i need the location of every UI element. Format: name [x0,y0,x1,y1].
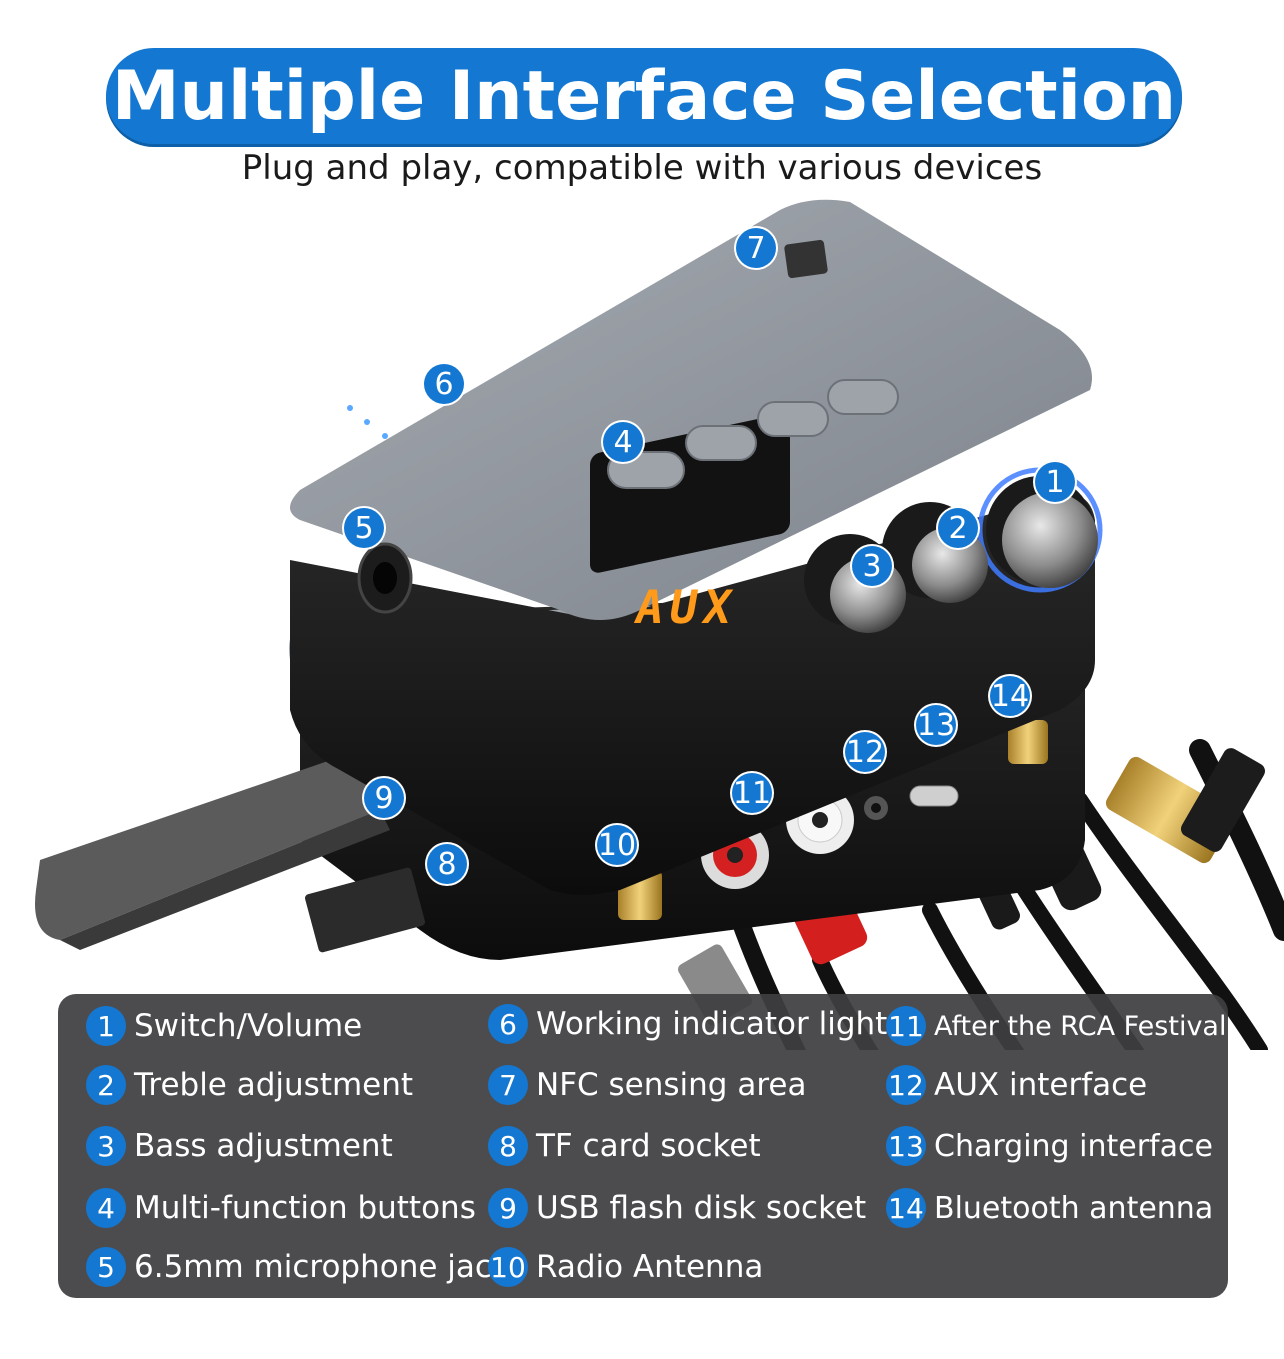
legend-number: 4 [86,1188,126,1228]
callout-badge: 8 [427,844,467,884]
legend-label: TF card socket [536,1128,761,1164]
legend-item: 7 NFC sensing area [488,1065,806,1105]
callout-badge: 14 [990,676,1030,716]
callout-badge: 5 [344,508,384,548]
legend-item: 5 6.5mm microphone jack [86,1247,510,1287]
legend-number: 8 [488,1126,528,1166]
callout-badge: 9 [364,778,404,818]
legend-label: Charging interface [934,1128,1213,1164]
legend-panel: 1 Switch/Volume 2 Treble adjustment 3 Ba… [58,994,1228,1298]
upper-device [290,199,1103,895]
legend-label: Bass adjustment [134,1128,393,1164]
callout-badge: 6 [424,364,464,404]
legend-item: 9 USB flash disk socket [488,1188,866,1228]
legend-number: 1 [86,1006,126,1046]
title-banner: Multiple Interface Selection [106,48,1182,144]
legend-number: 12 [886,1065,926,1105]
page-title: Multiple Interface Selection [111,56,1177,136]
legend-label: Treble adjustment [134,1067,414,1103]
legend-label: AUX interface [934,1067,1148,1103]
legend-number: 3 [86,1126,126,1166]
device-drawing [35,199,1284,1050]
legend-number: 10 [488,1247,528,1287]
legend-item: 13 Charging interface [886,1126,1213,1166]
legend-label: Working indicator light [536,1006,888,1042]
callout-badge: 13 [916,705,956,745]
legend-number: 11 [886,1006,926,1046]
legend-label: Radio Antenna [536,1249,764,1285]
legend-number: 9 [488,1188,528,1228]
legend-item: 14 Bluetooth antenna [886,1188,1213,1228]
legend-item: 1 Switch/Volume [86,1006,362,1046]
legend-label: Switch/Volume [134,1008,363,1044]
lcd-display-text: AUX [631,580,742,634]
legend-label: 6.5mm microphone jack [134,1249,510,1285]
callout-badge: 2 [938,508,978,548]
callout-badge: 3 [852,546,892,586]
legend-label: After the RCA Festival [934,1010,1227,1042]
legend-item: 10 Radio Antenna [488,1247,763,1287]
legend-item: 8 TF card socket [488,1126,761,1166]
callout-badge: 10 [597,825,637,865]
legend-item: 4 Multi-function buttons [86,1188,476,1228]
page-subtitle: Plug and play, compatible with various d… [241,148,1043,188]
callout-badge: 12 [845,732,885,772]
legend-number: 14 [886,1188,926,1228]
callout-badge: 4 [603,422,643,462]
legend-number: 5 [86,1247,126,1287]
legend-number: 7 [488,1065,528,1105]
legend-label: Multi-function buttons [134,1190,476,1226]
legend-number: 2 [86,1065,126,1105]
legend-label: NFC sensing area [536,1067,807,1103]
sma-connector [1105,748,1265,864]
legend-number: 13 [886,1126,926,1166]
product-illustration: AUX 1 2 3 4 5 6 7 8 9 10 11 12 13 14 [0,190,1284,1050]
legend-label: Bluetooth antenna [934,1190,1214,1226]
legend-item: 11 After the RCA Festival [886,1006,1226,1046]
legend-item: 3 Bass adjustment [86,1126,393,1166]
legend-item: 12 AUX interface [886,1065,1147,1105]
callout-badge: 11 [732,773,772,813]
legend-item: 6 Working indicator light [488,1004,887,1044]
legend-item: 2 Treble adjustment [86,1065,413,1105]
legend-number: 6 [488,1004,528,1044]
callout-badge: 7 [736,228,776,268]
callout-badge: 1 [1035,462,1075,502]
legend-label: USB flash disk socket [536,1190,867,1226]
